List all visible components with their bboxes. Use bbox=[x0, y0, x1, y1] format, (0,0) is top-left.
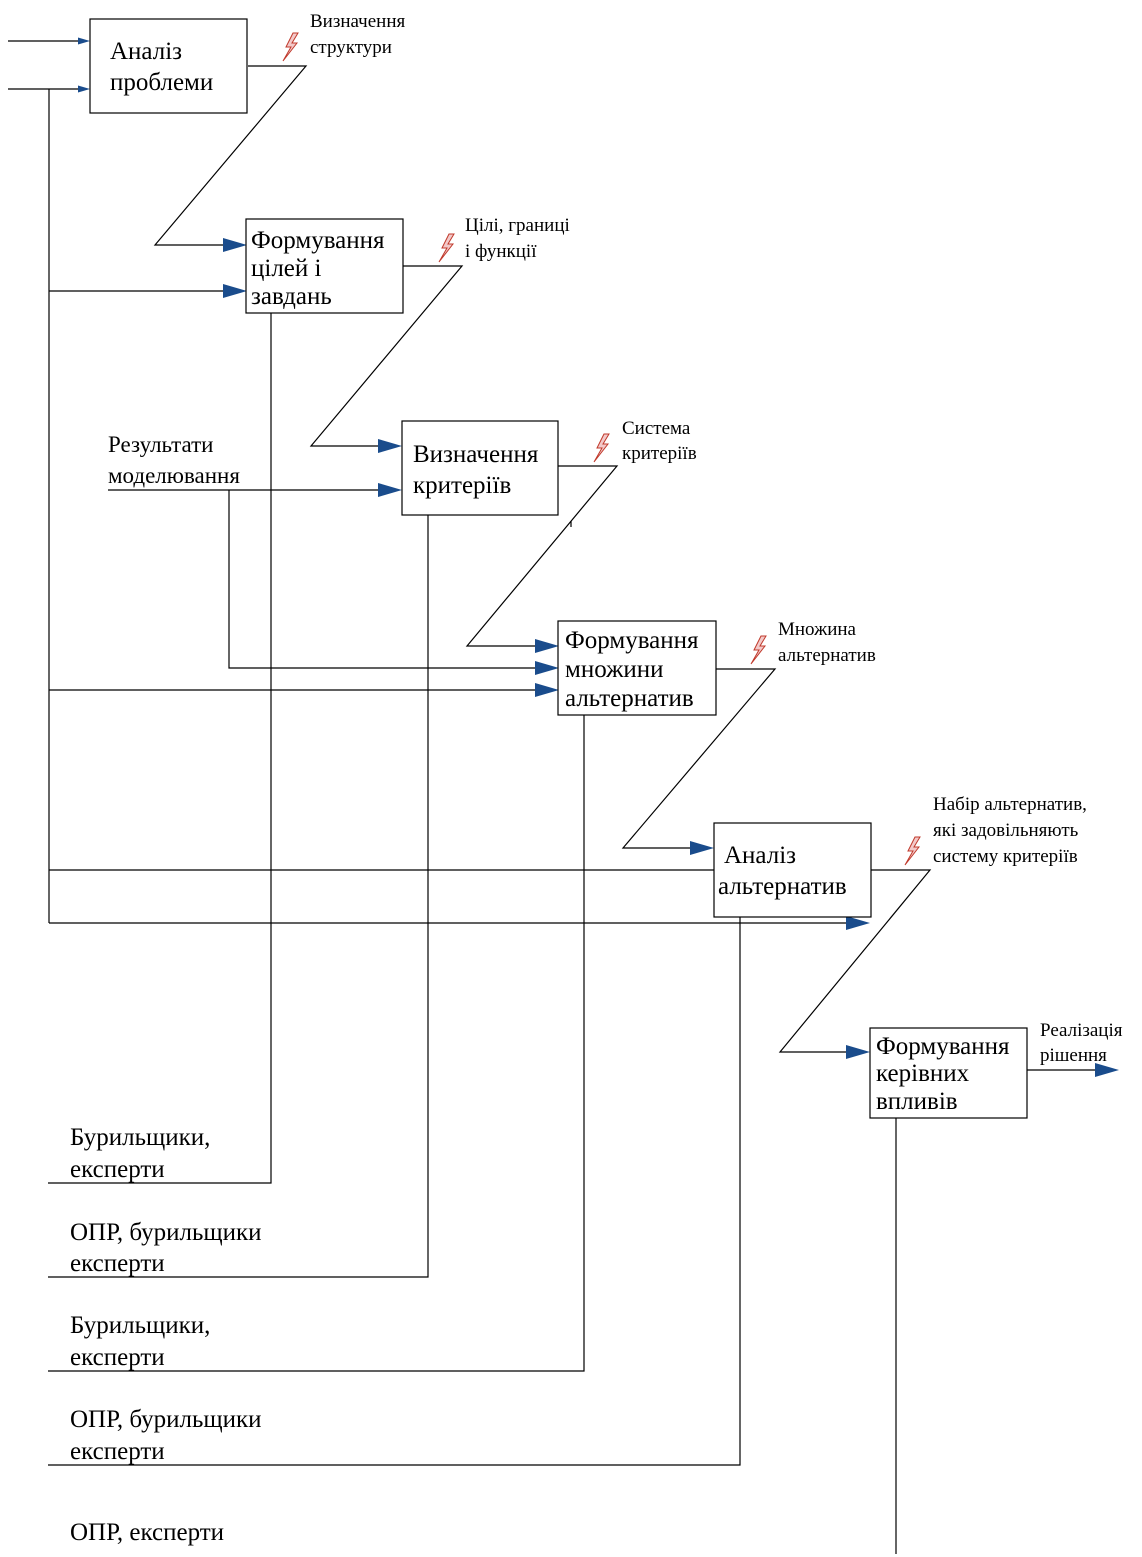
block-label: Аналіз bbox=[110, 38, 182, 65]
block-analysis-problem: Аналіз проблеми bbox=[89, 18, 248, 114]
output-label-alternatives: Множина альтернатив bbox=[778, 619, 876, 666]
mechanism-label: експерти bbox=[70, 1156, 165, 1183]
arrow-head bbox=[78, 37, 90, 45]
mechanism-label-5: ОПР, експерти bbox=[70, 1519, 224, 1546]
output-label: Набір альтернатив, bbox=[933, 794, 1087, 815]
link-3-4 bbox=[465, 465, 619, 647]
arrow-head bbox=[378, 439, 402, 453]
lightning-icon bbox=[282, 32, 299, 62]
lightning-icon bbox=[593, 433, 610, 463]
output-label: систему критеріїв bbox=[933, 846, 1078, 867]
mechanism-label-4: ОПР, бурильщики експерти bbox=[70, 1406, 262, 1465]
mechanism-label: ОПР, експерти bbox=[70, 1519, 224, 1546]
connector-lines bbox=[8, 40, 1096, 1554]
block-goals-formation: Формування цілей і завдань bbox=[245, 218, 404, 314]
arrow-head bbox=[223, 238, 247, 252]
output-label: і функції bbox=[465, 241, 537, 262]
block-label: Формування bbox=[876, 1033, 1010, 1060]
output-label: які задовільняють bbox=[933, 820, 1079, 841]
block-label: керівних bbox=[876, 1060, 970, 1087]
output-label-alternatives-set: Набір альтернатив, які задовільняють сис… bbox=[933, 794, 1087, 867]
arrow-head bbox=[78, 85, 90, 93]
block-label: критеріїв bbox=[413, 472, 511, 499]
mechanism-label-2: ОПР, бурильщики експерти bbox=[70, 1219, 262, 1277]
arrow-head bbox=[535, 661, 559, 675]
output-label: Визначення bbox=[310, 11, 406, 32]
arrow-head bbox=[223, 284, 247, 298]
mechanism-label: ОПР, бурильщики bbox=[70, 1406, 262, 1433]
mechanism-label: Бурильщики, bbox=[70, 1312, 210, 1339]
block-label: завдань bbox=[251, 283, 332, 310]
block-criteria-definition: Визначення критеріїв bbox=[401, 420, 559, 516]
arrow-head bbox=[846, 1045, 870, 1059]
block-label: проблеми bbox=[110, 69, 213, 96]
block-alternatives-analysis: Аналіз альтернатив bbox=[713, 822, 872, 918]
mechanism-line-3 bbox=[48, 715, 585, 1372]
output-label: альтернатив bbox=[778, 645, 876, 666]
link-2-3 bbox=[309, 265, 464, 447]
block-label: цілей і bbox=[251, 255, 322, 282]
link-4-5 bbox=[621, 668, 777, 849]
mechanism-label: експерти bbox=[70, 1438, 165, 1465]
output-label-structure: Визначення структури bbox=[310, 11, 406, 58]
block-label: Визначення bbox=[413, 441, 539, 468]
mechanism-label-3: Бурильщики, експерти bbox=[70, 1312, 210, 1371]
mechanism-label: ОПР, бурильщики bbox=[70, 1219, 262, 1246]
output-label: Реалізація bbox=[1040, 1020, 1123, 1041]
modeling-branch-line bbox=[228, 490, 537, 669]
mechanism-label-1: Бурильщики, експерти bbox=[70, 1124, 210, 1183]
mechanism-line-4 bbox=[48, 917, 741, 1466]
lightning-icon bbox=[438, 233, 455, 263]
block-label: множини bbox=[565, 656, 664, 683]
output-label: Цілі, границі bbox=[465, 215, 570, 236]
output-label-goals: Цілі, границі і функції bbox=[465, 215, 570, 262]
input-label: Результати bbox=[108, 432, 213, 457]
arrow-head bbox=[690, 841, 714, 855]
input-label-modeling: Результати моделювання bbox=[108, 432, 240, 488]
output-label: Система bbox=[622, 418, 691, 439]
block-label: Аналіз bbox=[724, 842, 796, 869]
lightning-icon bbox=[750, 635, 767, 665]
arrow-head bbox=[378, 483, 402, 497]
arrow-head bbox=[846, 916, 870, 930]
mechanism-label: експерти bbox=[70, 1250, 165, 1277]
lightning-icons bbox=[282, 32, 921, 866]
output-label-criteria: Система критеріїв bbox=[622, 418, 697, 464]
block-alternatives-formation: Формування множини альтернатив bbox=[557, 620, 717, 716]
mechanism-line-1 bbox=[48, 313, 272, 1184]
block-control-actions: Формування керівних впливів bbox=[869, 1027, 1028, 1119]
output-label: рішення bbox=[1040, 1045, 1107, 1066]
arrow-head bbox=[535, 683, 559, 697]
output-label-implementation: Реалізація рішення bbox=[1040, 1020, 1123, 1066]
input-label: моделювання bbox=[108, 463, 240, 488]
arrow-head bbox=[535, 639, 559, 653]
block-label: альтернатив bbox=[565, 685, 694, 712]
link-1-2 bbox=[153, 65, 308, 246]
block-label: альтернатив bbox=[718, 873, 847, 900]
mechanism-label: Бурильщики, bbox=[70, 1124, 210, 1151]
output-label: структури bbox=[310, 37, 392, 58]
output-label: критеріїв bbox=[622, 443, 697, 464]
lightning-icon bbox=[904, 836, 921, 866]
block-label: впливів bbox=[876, 1088, 958, 1115]
arrow-heads bbox=[78, 37, 1119, 1077]
block-label: Формування bbox=[565, 627, 699, 654]
output-label: Множина bbox=[778, 619, 857, 640]
mechanism-line-2 bbox=[48, 515, 429, 1278]
block-label: Формування bbox=[251, 227, 385, 254]
mechanism-label: експерти bbox=[70, 1344, 165, 1371]
link-5-6 bbox=[778, 869, 932, 1053]
